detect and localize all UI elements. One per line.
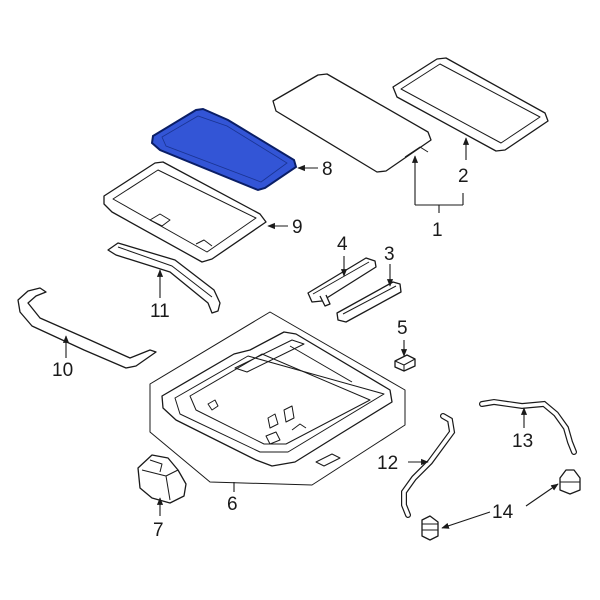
- rail-bracket-3[interactable]: [336, 281, 402, 323]
- sunroof-motor-7[interactable]: [137, 454, 187, 504]
- callout-1: 1: [432, 220, 443, 241]
- callout-9: 9: [292, 217, 303, 238]
- drain-valve-14b[interactable]: [559, 469, 581, 495]
- wind-deflector-11[interactable]: [107, 242, 221, 314]
- drain-hose-13[interactable]: [479, 398, 577, 455]
- callout-labels: 1 2 3 4 5 6 7 8 9 10 11 12 13 14: [52, 159, 533, 541]
- weatherstrip-10[interactable]: [17, 287, 157, 369]
- callout-8: 8: [322, 159, 333, 180]
- callout-12: 12: [377, 453, 398, 474]
- callout-13: 13: [512, 431, 533, 452]
- sunroof-glass-panel[interactable]: [150, 107, 298, 192]
- drain-hose-12[interactable]: [401, 413, 456, 518]
- rail-bracket-4[interactable]: [307, 257, 377, 307]
- sunroof-frame-assembly[interactable]: [149, 311, 406, 486]
- callout-4: 4: [337, 234, 348, 255]
- callout-3: 3: [384, 244, 395, 265]
- sunroof-seal-ring[interactable]: [392, 57, 549, 152]
- callout-7: 7: [153, 520, 164, 541]
- sunroof-sunshade-frame[interactable]: [103, 161, 267, 263]
- callout-2: 2: [458, 166, 469, 187]
- drain-valve-14a[interactable]: [421, 515, 439, 541]
- callout-14: 14: [492, 502, 514, 523]
- sunroof-outer-panel[interactable]: [272, 73, 432, 173]
- callout-6: 6: [227, 494, 238, 515]
- callout-10: 10: [52, 360, 73, 381]
- callout-11: 11: [150, 301, 170, 322]
- callout-5: 5: [397, 318, 408, 339]
- leader-lines: [62, 137, 559, 529]
- clip-5[interactable]: [394, 354, 416, 372]
